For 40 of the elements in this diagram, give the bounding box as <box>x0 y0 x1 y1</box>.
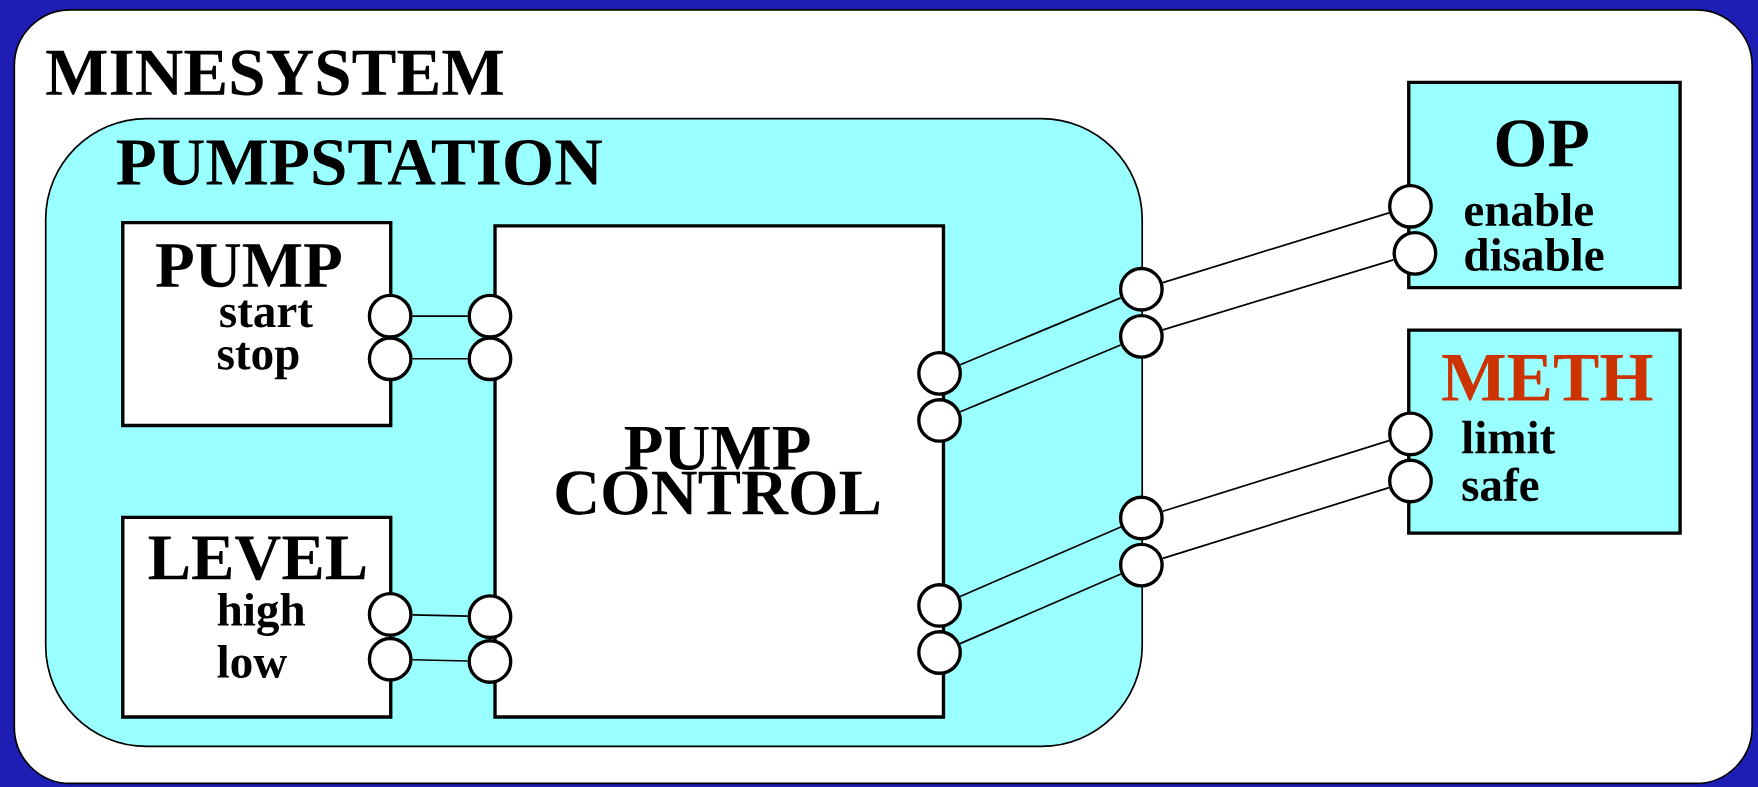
port-label: disable <box>1465 237 1604 272</box>
port-label: high <box>217 592 305 636</box>
box-title: OP <box>1496 120 1588 167</box>
connector-line <box>411 357 469 360</box>
box-title: LEVEL <box>148 536 366 581</box>
component-box <box>1407 80 1682 290</box>
port-label: limit <box>1462 420 1556 454</box>
port-label: stop <box>218 342 299 380</box>
component-box <box>1407 328 1682 535</box>
connector-line <box>959 297 1122 366</box>
box-title: PUMP CONTROL <box>556 426 880 515</box>
port-circle <box>1118 542 1164 588</box>
component-box <box>121 515 393 719</box>
connector-line <box>411 614 469 617</box>
box-title: PUMP <box>156 244 341 288</box>
port-label: enable <box>1465 193 1593 227</box>
port-circle <box>917 350 962 396</box>
connector-line <box>959 344 1122 413</box>
connector-line <box>1161 486 1390 560</box>
port-circle <box>367 636 413 682</box>
port-circle <box>917 583 962 628</box>
connector-line <box>1161 439 1390 513</box>
port-circle <box>917 398 962 443</box>
port-circle <box>1118 313 1164 359</box>
port-label: start <box>220 300 313 328</box>
box-title: MINESYSTEM <box>46 50 503 96</box>
connector-line <box>411 658 469 662</box>
component-box <box>121 220 393 428</box>
port-circle <box>1388 183 1433 229</box>
connector-line <box>1161 212 1390 284</box>
connector-line <box>959 526 1122 598</box>
connector-line <box>411 315 469 317</box>
port-label: safe <box>1462 467 1539 502</box>
box-title: METH <box>1442 355 1653 401</box>
box-title: PUMPSTATION <box>116 139 602 186</box>
port-label: low <box>217 644 287 679</box>
connector-line <box>1162 259 1395 331</box>
port-circle <box>917 630 962 675</box>
connector-line <box>959 573 1122 645</box>
component-box <box>493 224 946 719</box>
